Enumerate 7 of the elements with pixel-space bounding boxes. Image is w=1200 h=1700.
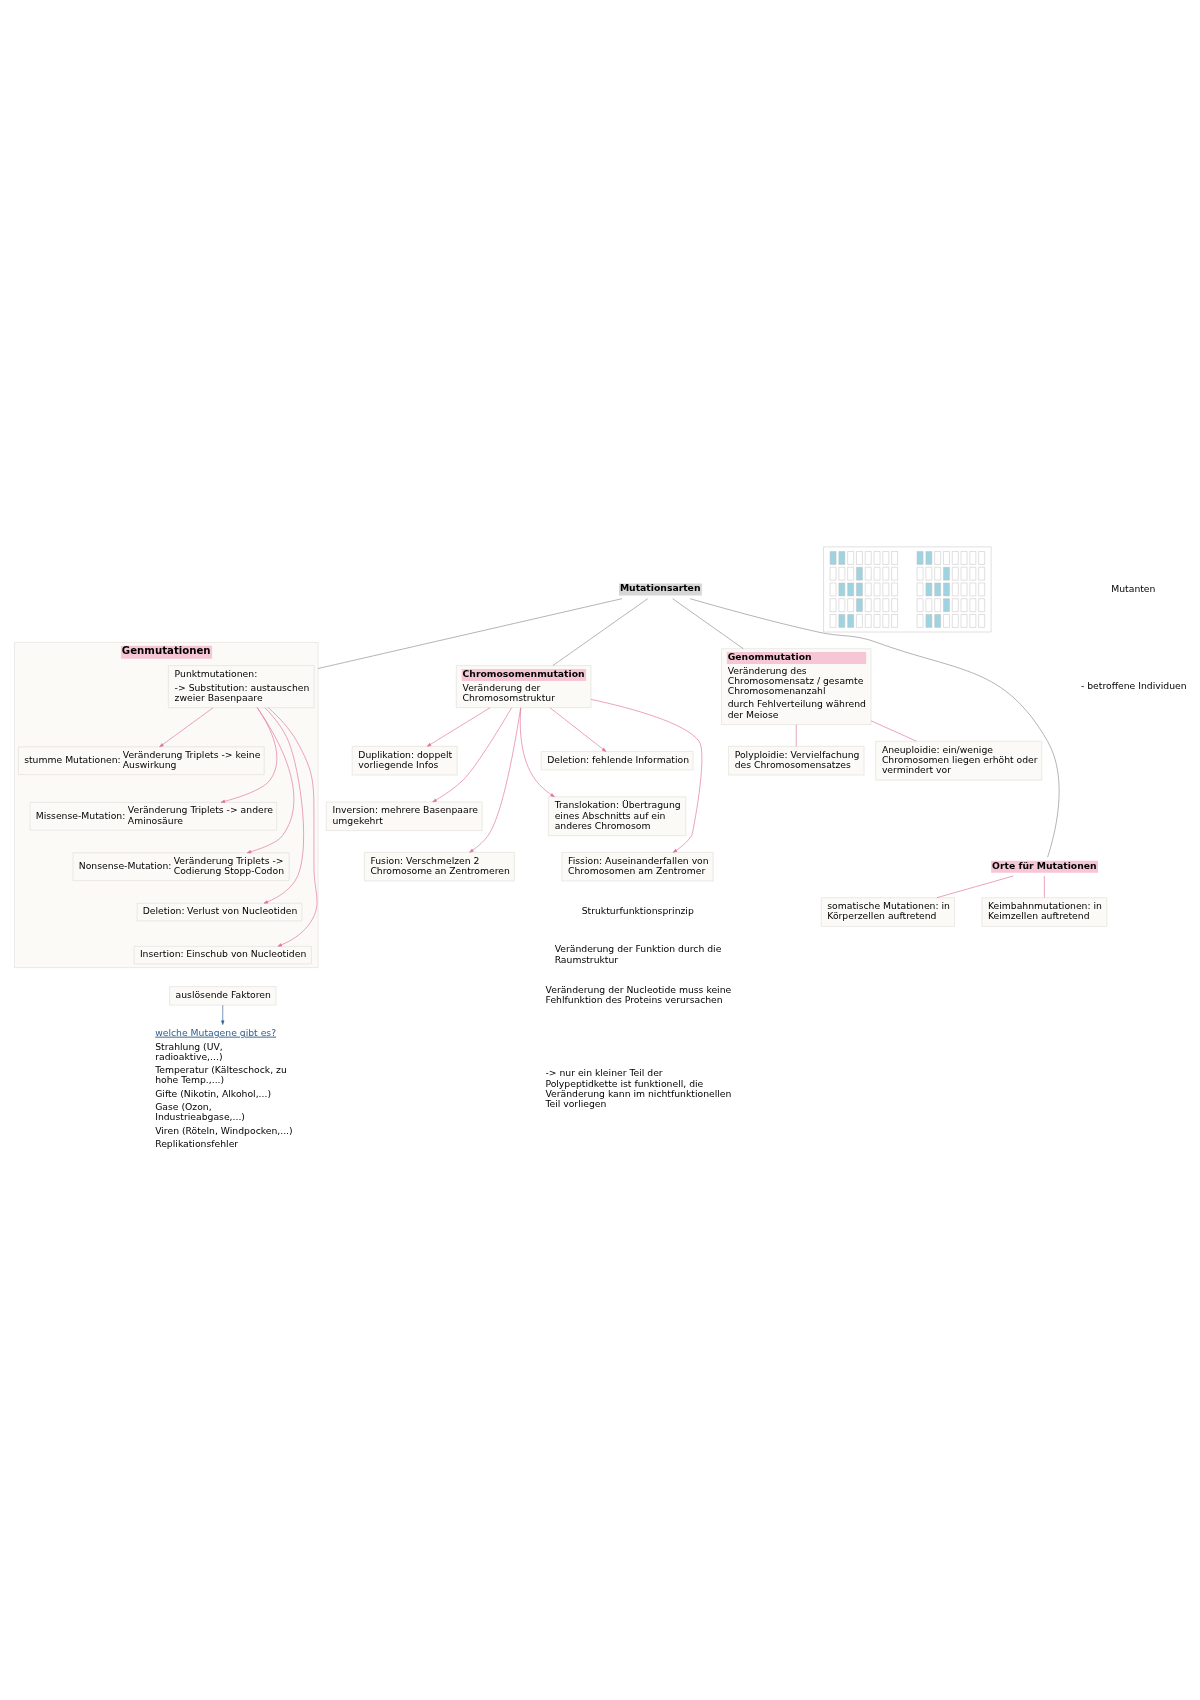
label: Veränderung der Nucleotide muss keine Fehlfunktion des Proteins verursachen — [545, 983, 732, 1005]
node-text: welche Mutagene gibt es? Strahlung (UV, radioaktive,...) Temperatur (Kälteschock, zu hohe Temp.,...) Gifte (Nikotin, Alkohol,...) Gase (Ozon, Industrieabgase,...) Viren (Röteln, Windpocken,...) Replikationsfehler — [155, 1026, 293, 1149]
label: Strukturfunktionsprinzip — [581, 904, 694, 916]
label: Mutanten — [1111, 582, 1156, 594]
label: -> nur ein kleiner Teil der Polypeptidkette ist funktionell, die Veränderung kann im nichtfunktionellen Teil vorliegen — [545, 1066, 732, 1109]
label: Veränderung der Funktion durch die Raumstruktur — [554, 942, 722, 965]
label: - betroffene Individuen — [1080, 679, 1187, 691]
